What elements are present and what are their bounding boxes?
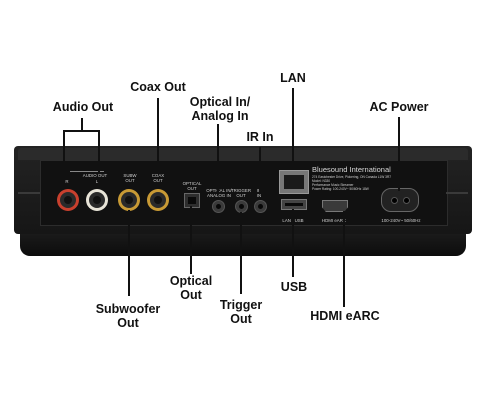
label-ir-in: IR In: [246, 130, 274, 144]
label-audio-out: Audio Out: [52, 100, 114, 114]
ir-in-line: [259, 147, 261, 193]
audio-out-bracket-stem: [81, 118, 83, 131]
label-hdmi-earc: HDMI eARC: [310, 309, 380, 323]
label-optical-out-2: Out: [180, 288, 202, 302]
subwoofer-line: [128, 210, 130, 296]
label-usb: USB: [280, 280, 308, 294]
panel-audio-r-text: R: [65, 179, 69, 184]
ir-in-jack: [254, 200, 267, 213]
ac-power-line: [398, 117, 400, 191]
lan-port: [279, 170, 309, 194]
ac-power-socket: [381, 188, 419, 212]
device-base: [20, 234, 466, 256]
optical-analog-in-jack: [212, 200, 225, 213]
trigger-out-line: [240, 212, 242, 294]
panel-info-text-4: Power Rating: 100-240V~ 50/60Hz 18W: [312, 187, 369, 191]
label-subwoofer-out-2: Out: [117, 316, 139, 330]
panel-optical-in-text-2: ANALOG IN: [207, 193, 231, 198]
hdmi-line: [343, 211, 345, 307]
panel-subw-text-2: OUT: [125, 178, 135, 183]
panel-subw-text-1: SUBW: [123, 173, 137, 178]
trigger-out-jack: [235, 200, 248, 213]
label-subwoofer-out-1: Subwoofer: [95, 302, 161, 316]
rear-panel: [40, 160, 448, 226]
panel-audio-bracket: [70, 171, 104, 172]
panel-ac-text: 100-240V~ 50/60Hz: [381, 218, 421, 223]
label-trigger-out-2: Out: [230, 312, 252, 326]
panel-optical-out-text-1: OPTICAL: [182, 181, 202, 186]
coax-out-line: [157, 98, 159, 174]
usb-line: [292, 209, 294, 277]
label-coax-out: Coax Out: [130, 80, 186, 94]
panel-optical-out-text-2: OUT: [187, 186, 197, 191]
label-lan: LAN: [280, 71, 306, 85]
panel-coax-text-1: COAX: [151, 173, 165, 178]
optical-out-port: [184, 193, 200, 208]
panel-trigger-text-2: OUT: [236, 193, 246, 198]
lan-line: [292, 88, 294, 170]
usb-port: [281, 199, 307, 210]
label-trigger-out-1: Trigger: [219, 298, 263, 312]
label-ac-power: AC Power: [369, 100, 429, 114]
panel-audio-out-text: AUDIO OUT: [82, 173, 108, 178]
rca-jack-coax: [147, 189, 169, 211]
audio-out-bracket-horizontal: [64, 130, 100, 132]
panel-audio-l-text: L: [95, 179, 99, 184]
panel-info-text-1: 274 Eastchester Drive, Pickering, ON Can…: [312, 175, 392, 179]
rca-jack-white: [86, 189, 108, 211]
panel-hdmi-text: HDMI eARC: [321, 218, 347, 223]
hdmi-port: [322, 200, 348, 212]
label-optical-in-2: Analog In: [191, 109, 249, 123]
optical-in-line: [217, 124, 219, 194]
device-side-groove-right: [446, 192, 468, 194]
device-side-groove-left: [18, 192, 40, 194]
optical-out-line: [190, 206, 192, 274]
panel-coax-text-2: OUT: [153, 178, 163, 183]
panel-optical-in-text-1: OPTICAL IN/: [206, 188, 232, 193]
panel-trigger-text-1: TRIGGER: [230, 188, 251, 193]
device-top-shell: [18, 148, 468, 160]
rca-jack-red: [57, 189, 79, 211]
audio-out-bracket-right: [98, 130, 100, 174]
panel-ir-text-2: IN: [256, 193, 262, 198]
panel-info-text-2: Model: N330: [312, 179, 331, 183]
panel-brand-text: Bluesound International: [312, 165, 391, 174]
label-optical-in-1: Optical In/: [189, 95, 251, 109]
panel-info-text-3: Performance Music Streamer: [312, 183, 354, 187]
rca-jack-subwoofer: [118, 189, 140, 211]
label-optical-out-1: Optical: [169, 274, 213, 288]
audio-out-bracket-left: [63, 130, 65, 174]
